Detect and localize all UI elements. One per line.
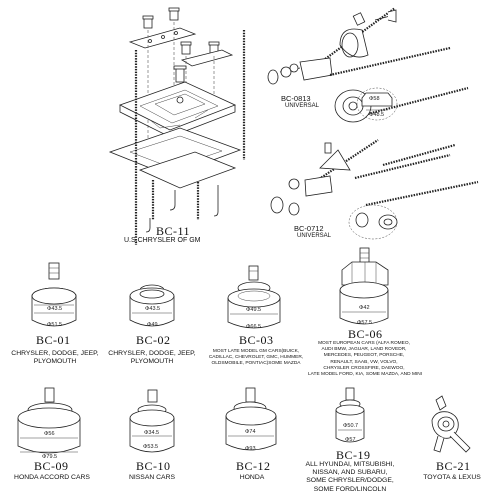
- bc0712-subtitle: UNIVERSAL: [297, 233, 332, 239]
- bc03-dim-outer: Φ66.5: [246, 324, 261, 330]
- bc11-assembly: [108, 7, 246, 245]
- bc01-line-1: CHRYSLER, DODGE, JEEP,: [11, 350, 99, 357]
- bc0813-code: BC-0813: [281, 94, 311, 103]
- bc02-dim-outer: Φ49: [147, 322, 158, 328]
- bc03-line-1: MOST LATE MODEL GM CARS(BUICK,: [212, 349, 300, 354]
- bc06-line-1: MOST EUROPEAN CARS (ALFA ROMEO,: [318, 341, 410, 346]
- bc12-cap-drawing: Φ74 Φ93: [225, 387, 277, 452]
- svg-text:Φ48.5: Φ48.5: [369, 112, 384, 118]
- bc01-dim-outer: Φ51.5: [47, 322, 62, 328]
- bc02-description: CHRYSLER, DODGE, JEEP, PLYOMOUTH: [104, 350, 200, 366]
- bc19-line-2: NISSAN, AND SUBARU,: [312, 469, 388, 477]
- bc01-code: BC-01: [36, 333, 71, 347]
- bc21-description: TOYOTA & LEXUS: [404, 474, 500, 482]
- bc02-line-1: CHRYSLER, DODGE, JEEP,: [108, 350, 196, 357]
- bc06-line-4: RENAULT, SAAB, VW, VOLVO,: [330, 359, 398, 365]
- bc10-code: BC-10: [136, 459, 171, 473]
- bc10-cap-drawing: Φ34.5 Φ53.5: [129, 389, 175, 453]
- bc03-line-3: OLDSMOBILE, PONTIAC)SOME MAZDA: [211, 361, 301, 367]
- bc19-dim-outer: Φ57: [345, 437, 356, 443]
- bc06-code: BC-06: [348, 327, 383, 341]
- bc02-code: BC-02: [136, 333, 171, 347]
- bc06-description: MOST EUROPEAN CARS (ALFA ROMEO, AUDI BMW…: [308, 341, 423, 378]
- bc10-dim-inner: Φ34.5: [144, 430, 159, 436]
- bc21-line-1: TOYOTA & LEXUS: [423, 474, 481, 481]
- bc06-line-3: MERCEDES, PEUGEOT, PORSCHE,: [323, 353, 405, 359]
- bc09-dim-inner: Φ56: [44, 431, 55, 437]
- bc01-cap-drawing: Φ43.5 Φ51.5: [31, 262, 77, 328]
- bc19-code: BC-19: [336, 448, 371, 462]
- bc09-dim-outer: Φ79.5: [42, 454, 57, 460]
- bc0813-subtitle: UNIVERSAL: [285, 103, 320, 109]
- bc09-cap-drawing: Φ56 Φ79.5: [17, 387, 81, 460]
- bc02-line-2: PLYOMOUTH: [130, 358, 174, 366]
- bc10-dim-outer: Φ53.5: [143, 444, 158, 450]
- bc11-code: BC-11: [156, 224, 191, 238]
- bc10-description: NISSAN CARS: [104, 474, 200, 482]
- bc19-line-4: SOME FORD/LINCOLN: [313, 485, 387, 493]
- bc03-line-2: CADILLAC, CHEVROLET, GMC, HUMMER,: [208, 355, 304, 361]
- bc06-dim-inner: Φ42: [359, 305, 370, 311]
- bc19-line-1: ALL HYUNDAI, MITSUBISHI,: [305, 461, 395, 468]
- bc10-line-1: NISSAN CARS: [128, 474, 176, 481]
- bc19-line-3: SOME CHRYSLER/DODGE,: [306, 477, 394, 485]
- bc03-dim-inner: Φ49.5: [246, 307, 261, 313]
- bc06-line-6: LATE MODEL FORD, KIA, SOME MAZDA, AND MI…: [308, 372, 423, 378]
- bc01-dim-inner: Φ43.5: [47, 306, 62, 312]
- bc0712-code: BC-0712: [294, 224, 324, 233]
- bc21-cap-drawing: [431, 395, 471, 453]
- bc01-description: CHRYSLER, DODGE, JEEP, PLYOMOUTH: [7, 350, 103, 366]
- bc19-dim-inner: Φ50.7: [343, 423, 358, 429]
- bc19-cap-drawing: Φ50.7 Φ57: [335, 387, 365, 443]
- bc02-cap-drawing: Φ43.5 Φ49: [129, 284, 175, 328]
- bc03-code: BC-03: [239, 333, 274, 347]
- bc06-dim-outer: Φ57.5: [357, 320, 372, 326]
- bc12-description: HONDA: [204, 474, 300, 482]
- bc12-code: BC-12: [236, 459, 271, 473]
- bc12-line-1: HONDA: [239, 474, 265, 481]
- bc06-line-2: AUDI BMW, JAGUAR, LAND ROVEDR,: [321, 347, 407, 353]
- bc02-dim-inner: Φ43.5: [145, 306, 160, 312]
- bc01-line-2: PLYOMOUTH: [33, 358, 77, 366]
- bc06-line-5: CHRYSLER CROSSFIRE, DAEWOO,: [323, 365, 405, 371]
- bc06-cap-drawing: Φ42 Φ57.5: [339, 247, 389, 326]
- bc03-cap-drawing: Φ49.5 Φ66.5: [227, 265, 281, 330]
- svg-text:Φ58: Φ58: [369, 96, 380, 102]
- bc0712-assembly: [270, 139, 479, 240]
- bc09-description: HONDA ACCORD CARS: [4, 474, 100, 482]
- bc09-line-1: HONDA ACCORD CARS: [14, 474, 90, 481]
- bc19-description: ALL HYUNDAI, MITSUBISHI, NISSAN, AND SUB…: [302, 461, 398, 494]
- bc03-description: MOST LATE MODEL GM CARS(BUICK, CADILLAC,…: [204, 349, 308, 368]
- bc0813-assembly: Φ58 Φ48.5: [267, 7, 469, 123]
- bc11-subtitle: U.S.CHRYSLER OF GM: [124, 237, 201, 244]
- bc12-dim-inner: Φ74: [245, 429, 256, 435]
- bc21-code: BC-21: [436, 459, 471, 473]
- bc12-dim-outer: Φ93: [245, 446, 256, 452]
- bc09-code: BC-09: [34, 459, 69, 473]
